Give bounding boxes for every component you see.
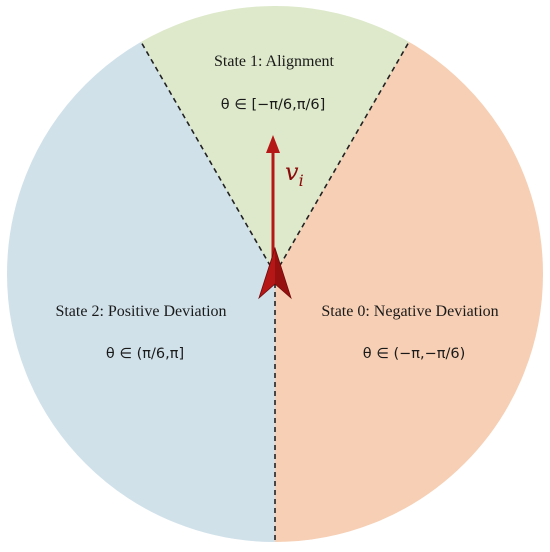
state-0-title: State 0: Negative Deviation	[321, 303, 498, 320]
sector-alignment	[140, 4, 410, 274]
state-0-range: θ ∈ (−π,−π/6)	[363, 346, 466, 362]
velocity-arrow-head	[266, 135, 280, 153]
state-2-title: State 2: Positive Deviation	[55, 303, 226, 320]
state-1-title: State 1: Alignment	[214, 53, 335, 70]
sector-negative-deviation	[275, 41, 545, 543]
state-1-range: θ ∈ [−π/6,π/6]	[221, 97, 325, 113]
sector-positive-deviation	[5, 41, 276, 544]
velocity-label: vi	[285, 158, 304, 190]
velocity-symbol: v	[285, 158, 299, 186]
agent-marker-shade	[275, 248, 291, 298]
velocity-subscript: i	[299, 171, 304, 190]
state-2-range: θ ∈ (π/6,π]	[106, 346, 184, 362]
circle-outline	[5, 4, 545, 544]
